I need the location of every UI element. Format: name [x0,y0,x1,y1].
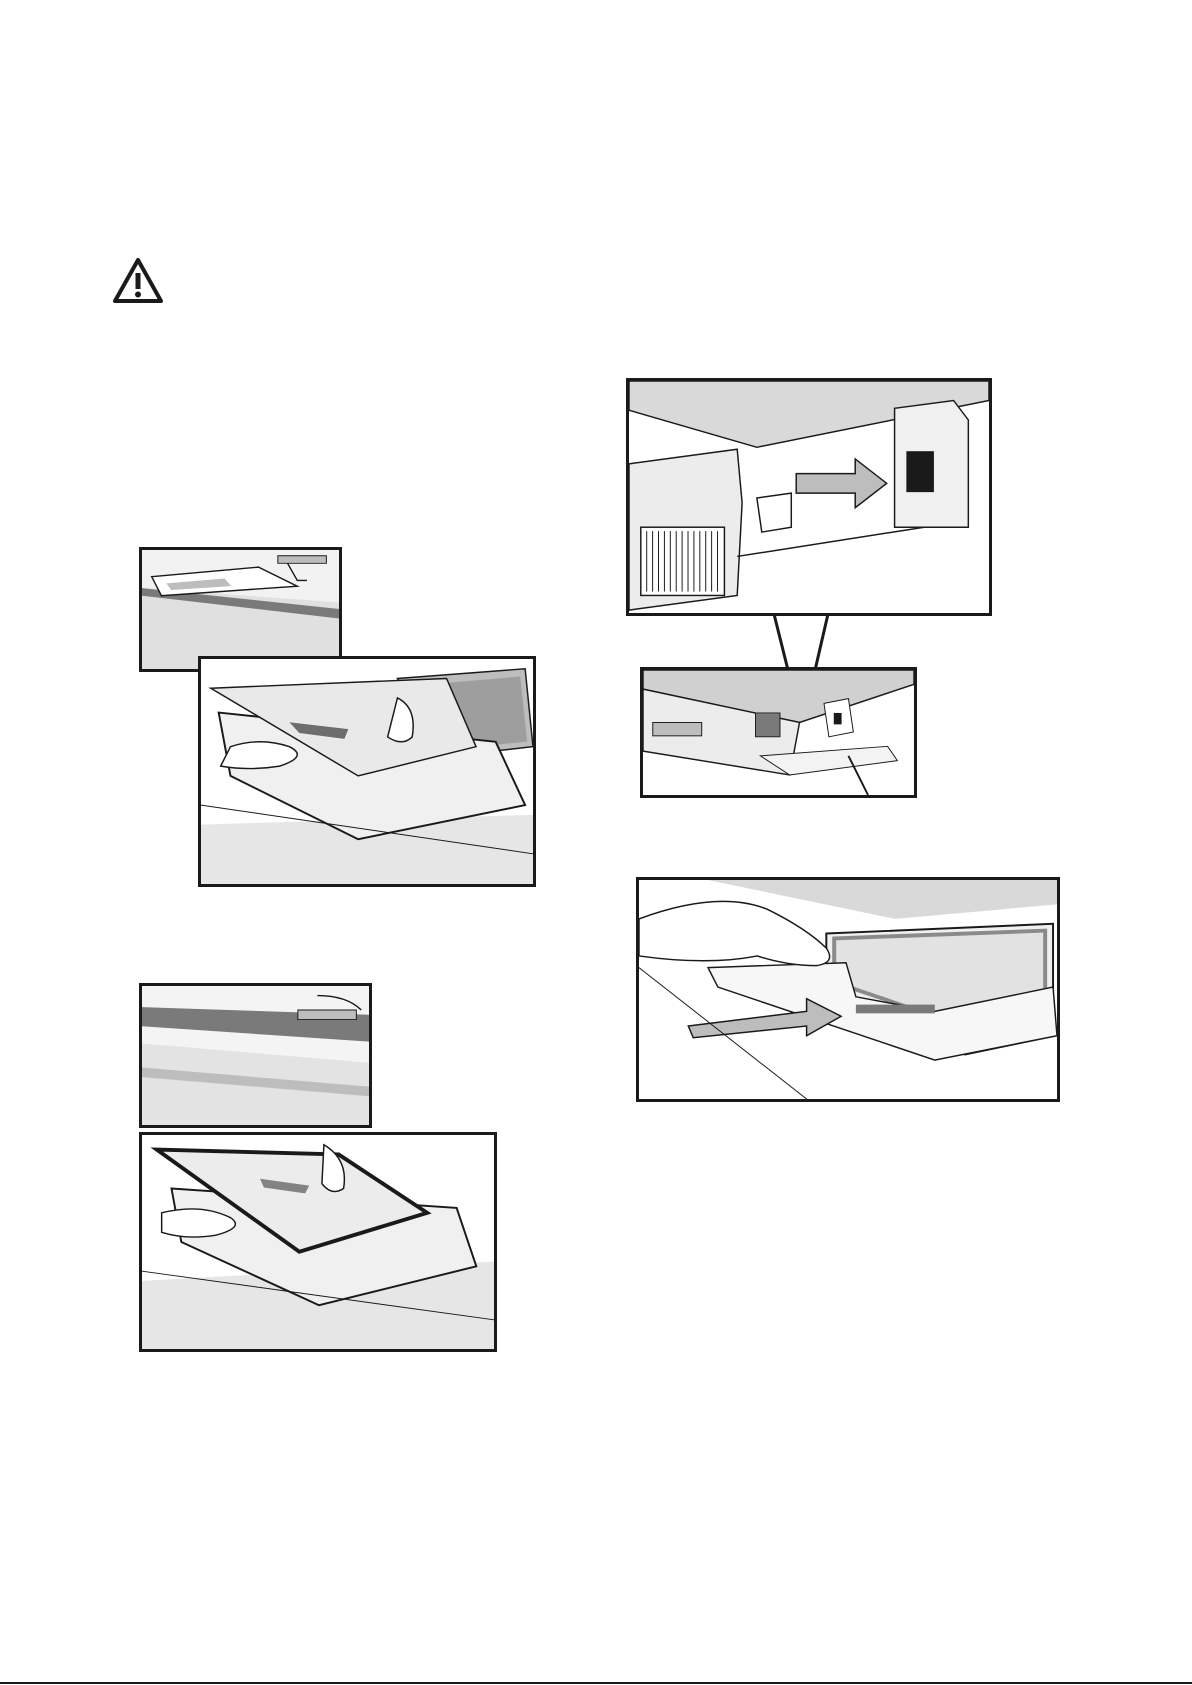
figure-2-inset [139,983,372,1128]
figure-1-inset [139,547,342,672]
warning-icon-wrap [112,256,164,306]
figure-3-main [640,667,917,798]
figure-2-main [139,1132,497,1352]
footer-rule [0,1682,1192,1684]
figure-4-main [636,877,1060,1102]
warning-triangle-icon [112,256,164,306]
figure-1-main [198,656,536,887]
figure-3-inset [626,378,992,616]
